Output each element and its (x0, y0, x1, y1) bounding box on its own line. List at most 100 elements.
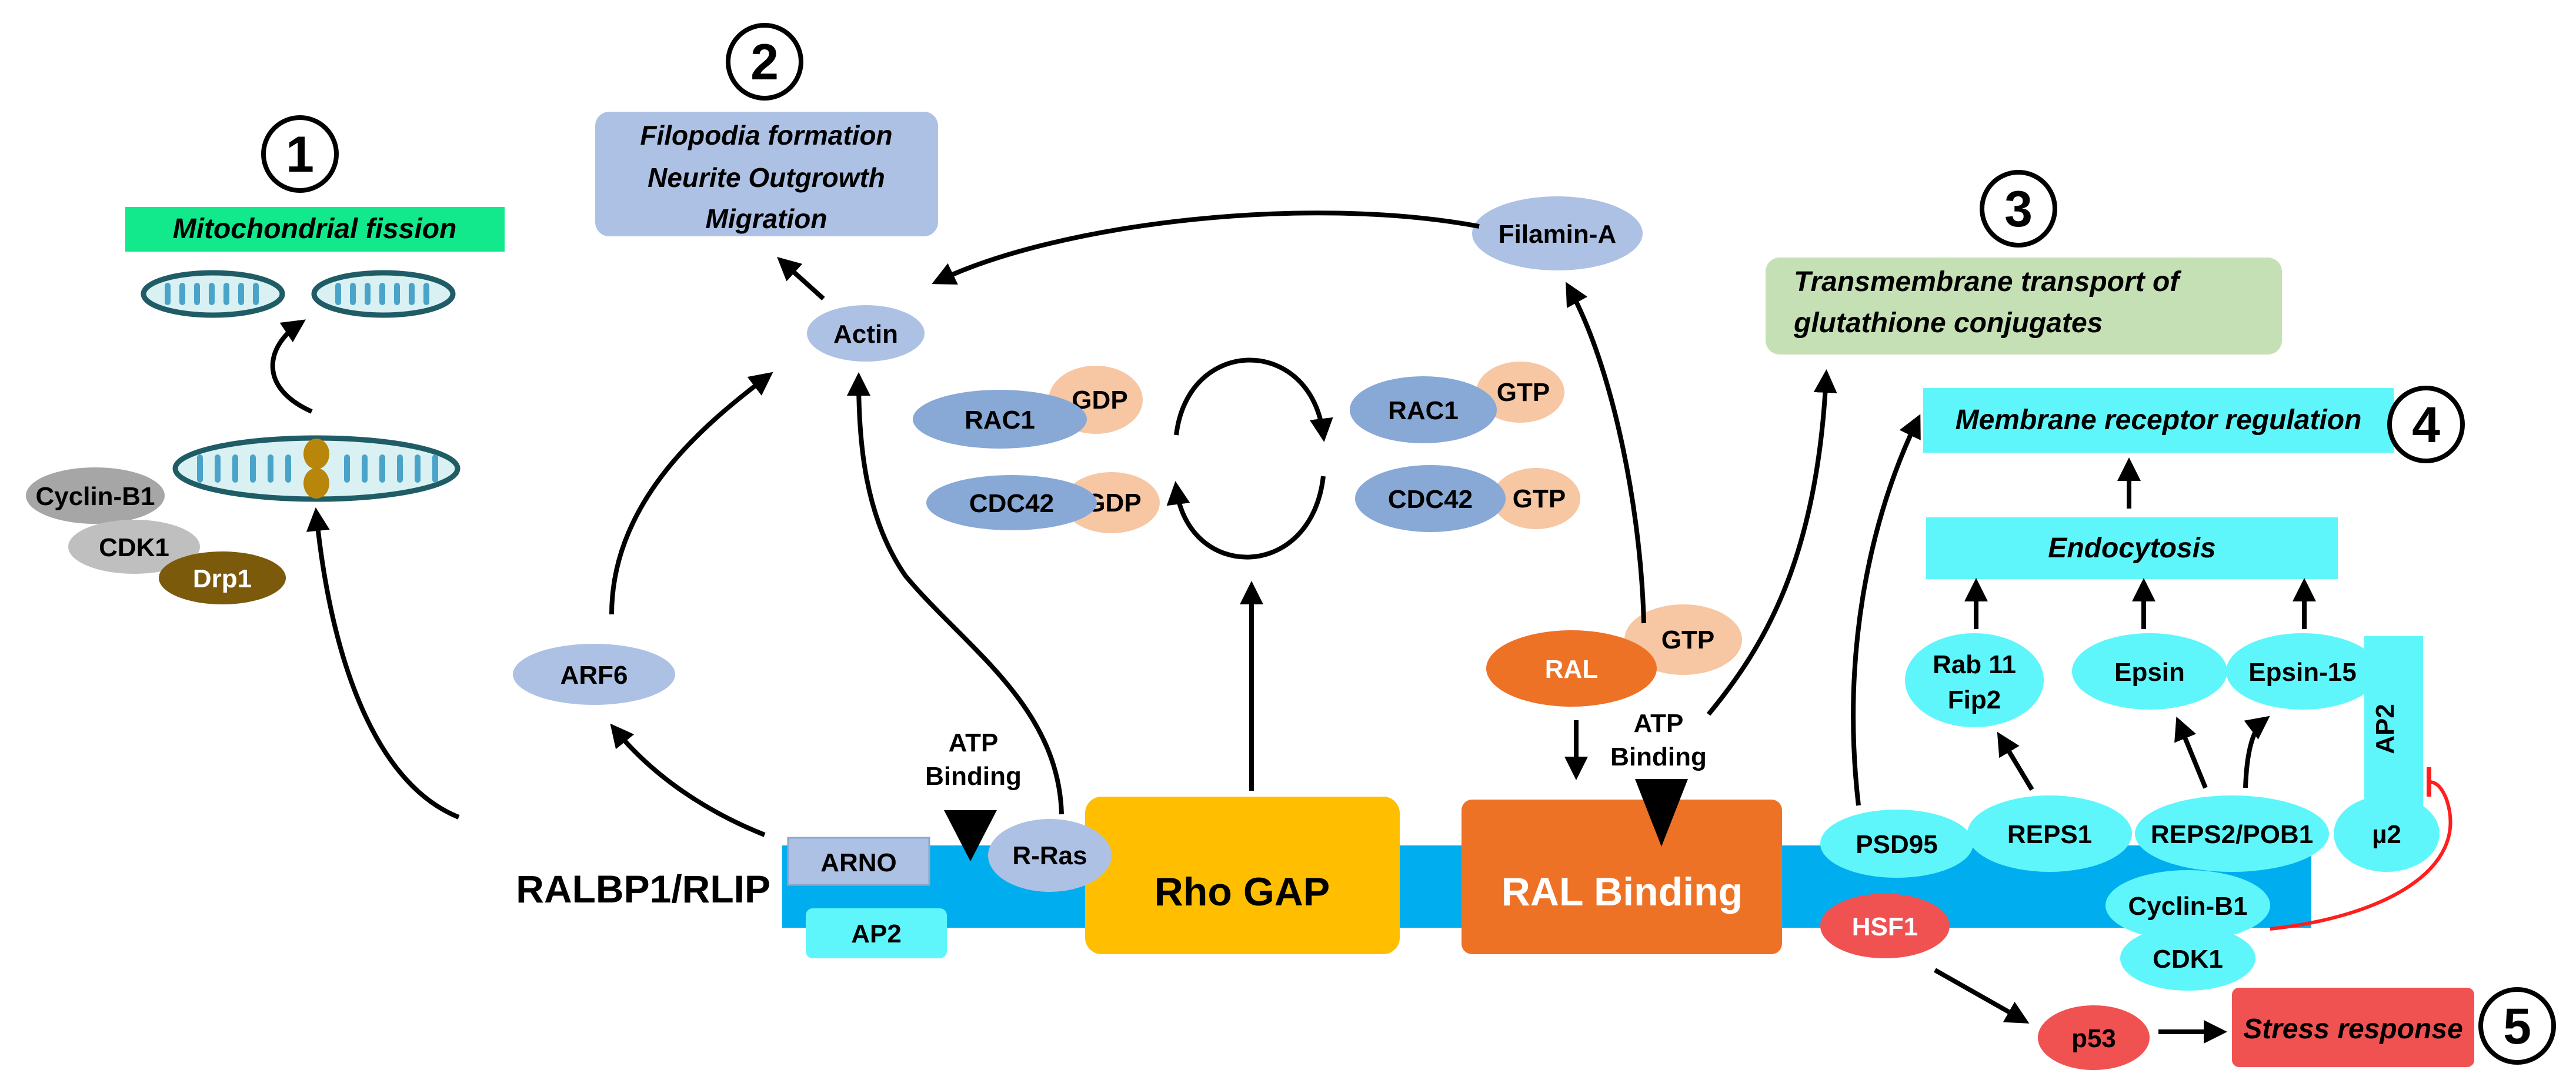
ap2-bottom-label: AP2 (851, 920, 902, 948)
ral-binding-domain (1461, 800, 1782, 954)
actin-label: Actin (833, 320, 898, 349)
ral-binding-label: RAL Binding (1501, 870, 1743, 914)
transmembrane-transport-box (1766, 258, 2282, 355)
epsin-label: Epsin (2114, 658, 2185, 687)
hsf1-label: HSF1 (1852, 912, 1918, 941)
arno-box (787, 837, 930, 886)
arf6-label: ARF6 (560, 661, 628, 690)
arrow-ralbp1-to-mitochondrion (306, 507, 460, 820)
section-1-number: 1 (286, 126, 314, 183)
section-3-number: 3 (2004, 181, 2033, 238)
atp-binding-right-line1: ATP (1634, 709, 1684, 738)
section-2-badge (726, 23, 803, 101)
epsin15-node (2226, 633, 2379, 710)
cdk1-left-label: CDK1 (99, 533, 169, 562)
arrow-reps1-to-rab11 (1997, 731, 2034, 791)
ralbp1-label: RALBP1/RLIP (516, 867, 770, 911)
filamin-a-node (1472, 196, 1643, 270)
gdp-2-node (1063, 472, 1160, 533)
rac1-gdp-label: RAC1 (965, 406, 1035, 434)
transmembrane-line-2: glutathione conjugates (1793, 307, 2103, 339)
arrow-reps2-to-epsin15 (2243, 715, 2270, 788)
cyclin-b1-right-node (2105, 870, 2270, 941)
transmembrane-line-1: Transmembrane transport of (1794, 266, 2181, 297)
arrow-actin-to-filopodia (777, 256, 825, 300)
arrow-filamin-to-actin (932, 210, 1480, 285)
gtp-1-label: GTP (1497, 378, 1550, 407)
arrow-reps2-to-epsin (2174, 716, 2208, 789)
atp-binding-triangle-left (944, 810, 997, 861)
cdk1-right-node (2120, 926, 2255, 991)
cdc42-gtp-node (1355, 465, 1506, 532)
filopodia-line-2: Neurite Outgrowth (648, 162, 885, 193)
gtp-2-label: GTP (1513, 484, 1566, 513)
cyclin-b1-right-label: Cyclin-B1 (2128, 892, 2248, 921)
p53-node (2038, 1005, 2150, 1070)
membrane-receptor-box (1923, 388, 2394, 453)
cdk1-right-label: CDK1 (2153, 945, 2223, 974)
actin-node (807, 305, 925, 362)
rab11-node (1905, 633, 2044, 727)
r-ras-label: R-Ras (1012, 841, 1087, 870)
arrow-atp-to-transmembrane (1706, 369, 1837, 716)
rho-gap-domain (1085, 797, 1400, 954)
atp-binding-left-line2: Binding (925, 762, 1022, 791)
pathway-arrows (270, 210, 2316, 1044)
rac1-gtp-label: RAC1 (1388, 396, 1459, 425)
ral-gtp-node (1624, 604, 1742, 675)
arrow-mito-to-split (270, 319, 313, 414)
arrow-rras-to-actin (847, 372, 1064, 815)
filopodia-line-1: Filopodia formation (640, 120, 892, 151)
rac1-gtp-node (1350, 376, 1497, 443)
gdp-to-gtp-cycle-arrow (1174, 357, 1333, 442)
hsf1-node (1820, 894, 1950, 958)
section-3-badge (1980, 170, 2057, 248)
arrow-ral-to-filamin (1566, 282, 1646, 624)
epsin-node (2072, 633, 2227, 710)
ral-gtp-label: GTP (1661, 626, 1714, 654)
rac1-gdp-node (913, 390, 1087, 449)
atp-binding-right-line2: Binding (1610, 743, 1707, 771)
drp1-label: Drp1 (193, 564, 252, 593)
mitochondrion-constricting (172, 435, 461, 502)
membrane-receptor-label: Membrane receptor regulation (1956, 404, 2362, 436)
section-5-number: 5 (2503, 998, 2531, 1055)
cyclin-b1-left-node (26, 467, 165, 524)
section-2-number: 2 (750, 34, 779, 91)
arrow-arf6-to-actin (609, 372, 773, 615)
arrow-psd95-to-membrane-receptor (1851, 414, 1921, 806)
mitochondrion-split-left (141, 270, 285, 318)
drp1-node (159, 551, 286, 604)
mu2-label: µ2 (2372, 820, 2401, 849)
atp-binding-triangle-right (1635, 779, 1688, 847)
rho-gap-label: Rho GAP (1154, 870, 1330, 914)
ral-node (1486, 630, 1657, 707)
ap2-right-label: AP2 (2371, 704, 2400, 754)
rab11-line-1: Rab 11 (1933, 650, 2016, 679)
p53-label: p53 (2071, 1024, 2116, 1053)
cdc42-gdp-node (926, 475, 1097, 530)
endocytosis-box (1926, 517, 2338, 579)
r-ras-node (988, 819, 1112, 892)
psd95-node (1820, 810, 1973, 878)
section-4-badge (2387, 386, 2465, 463)
gtp-1-node (1476, 362, 1564, 423)
cdc42-gdp-label: CDC42 (969, 489, 1054, 518)
mu2-node (2334, 795, 2440, 872)
stress-response-box (2232, 988, 2474, 1067)
gtp-to-gdp-cycle-arrow (1166, 476, 1326, 560)
psd95-label: PSD95 (1856, 830, 1937, 859)
ap2-bottom-box (806, 908, 947, 958)
filopodia-outcome-box (595, 112, 938, 236)
section-1-badge (261, 115, 339, 193)
mitochondrion-split-right (311, 270, 456, 318)
ral-label: RAL (1545, 655, 1598, 684)
mitochondrial-fission-box (125, 207, 505, 252)
cdk1-left-node (68, 520, 200, 574)
arrow-hsf1-to-p53 (1934, 968, 2030, 1024)
atp-binding-left-line1: ATP (949, 728, 999, 757)
arf6-node (513, 644, 675, 705)
rab11-line-2: Fip2 (1948, 686, 2001, 714)
cyclin-b1-left-label: Cyclin-B1 (36, 482, 155, 511)
